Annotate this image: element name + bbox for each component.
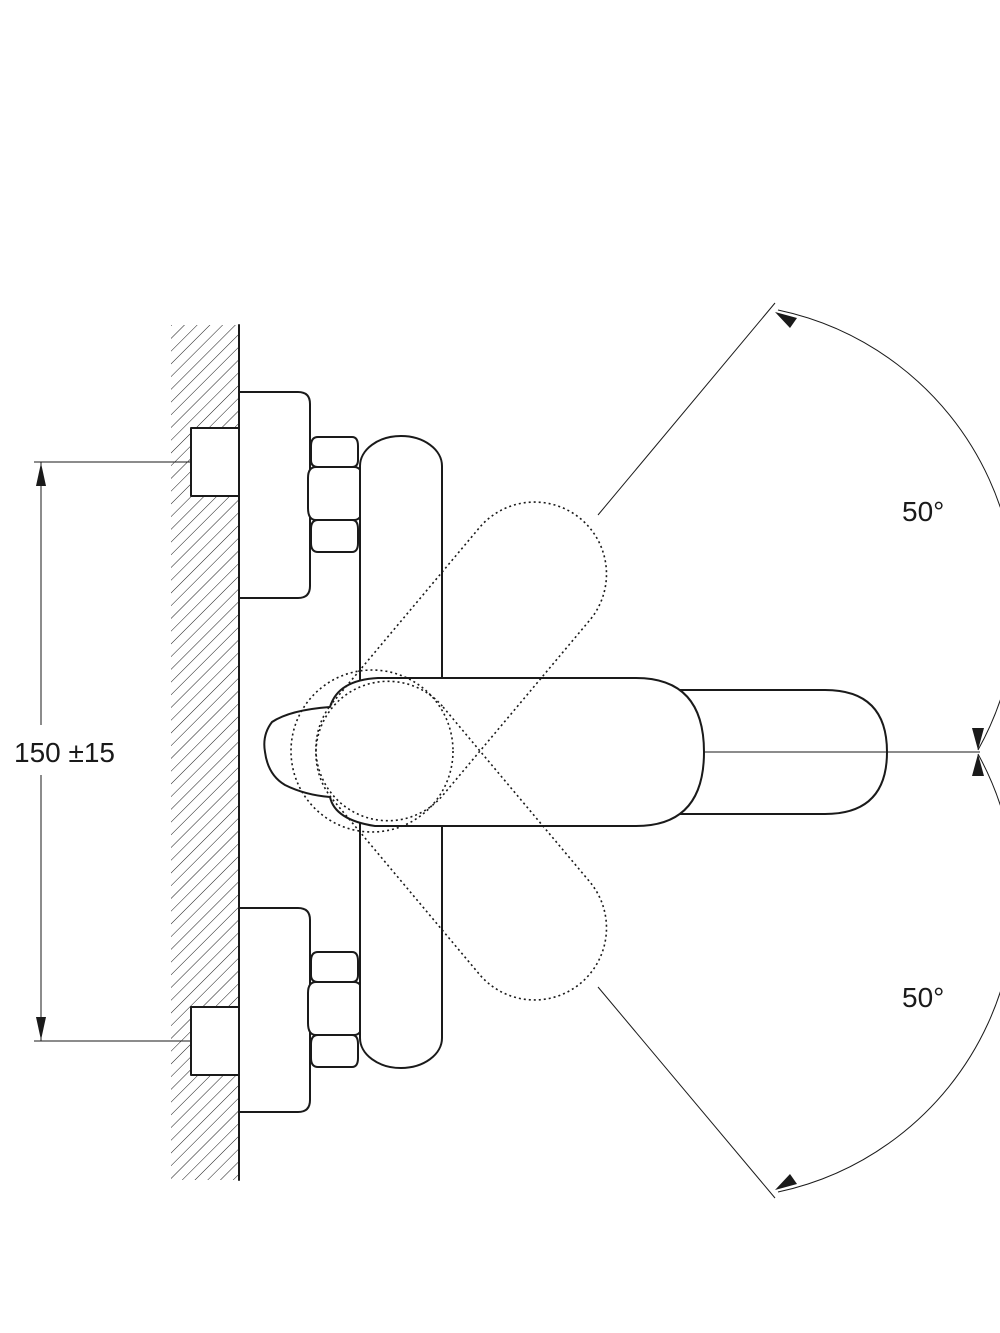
handle-down-position xyxy=(315,680,608,1001)
angle-up-label: 50° xyxy=(902,496,944,527)
handle-pivot-dotted xyxy=(290,669,454,833)
arrowhead-dim-top xyxy=(36,463,46,486)
angle-arc-down xyxy=(777,753,1000,1193)
handle-alt-positions xyxy=(290,501,608,1001)
top-connection xyxy=(190,391,363,599)
arrowhead-arc-down-end xyxy=(775,1174,797,1190)
top-wall-pipe xyxy=(190,427,240,497)
arrowhead-dim-bottom xyxy=(36,1017,46,1040)
lever-handle xyxy=(263,677,705,827)
angle-arc-up xyxy=(777,309,1000,751)
angle-down-label: 50° xyxy=(902,982,944,1013)
top-escutcheon xyxy=(238,391,311,599)
arrowhead-arc-up-start xyxy=(775,312,797,328)
bottom-connection xyxy=(190,907,363,1113)
bottom-escutcheon xyxy=(238,907,311,1113)
arrowhead-arc-down-start xyxy=(972,754,984,776)
angle-ext-line-up xyxy=(597,302,776,516)
arrowhead-arc-up-end xyxy=(972,728,984,750)
handle-up-position xyxy=(315,501,608,822)
angle-ext-line-down xyxy=(597,986,776,1199)
spacing-dimension xyxy=(34,461,191,1042)
top-hex-nut xyxy=(307,436,363,553)
bottom-wall-pipe xyxy=(190,1006,240,1076)
bottom-hex-nut xyxy=(307,951,363,1068)
spacing-label: 150 ±15 xyxy=(14,737,115,768)
